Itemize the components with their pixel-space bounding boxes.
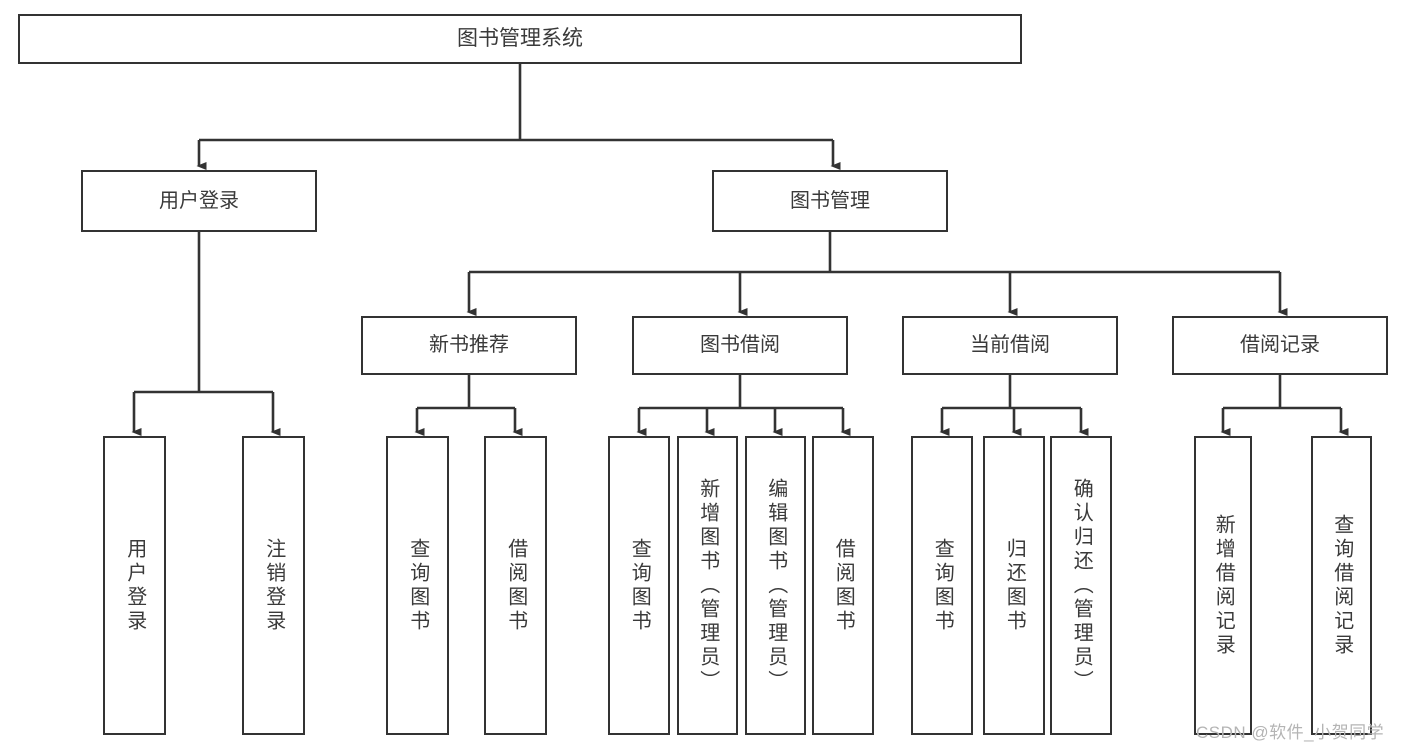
leaf-return-book[interactable]: 归还图书 — [983, 436, 1045, 735]
leaf-label: 借阅图书 — [832, 537, 855, 634]
leaf-add-borrow-record[interactable]: 新增借阅记录 — [1194, 436, 1252, 735]
leaf-label: 查询图书 — [406, 537, 429, 634]
node-user-login[interactable]: 用户登录 — [81, 170, 317, 232]
node-new-book-recommend[interactable]: 新书推荐 — [361, 316, 577, 375]
node-book-manage[interactable]: 图书管理 — [712, 170, 948, 232]
leaf-label: 确认归还（管理员） — [1070, 477, 1093, 694]
leaf-query-book-borrow[interactable]: 查询图书 — [608, 436, 670, 735]
leaf-label: 编辑图书（管理员） — [764, 477, 787, 694]
leaf-query-book-recommend[interactable]: 查询图书 — [386, 436, 449, 735]
leaf-borrow-book-recommend[interactable]: 借阅图书 — [484, 436, 547, 735]
leaf-label: 新增图书（管理员） — [696, 477, 719, 694]
node-book-borrow[interactable]: 图书借阅 — [632, 316, 848, 375]
leaf-label: 查询图书 — [628, 537, 651, 634]
csdn-watermark: CSDN @软件_小贺同学 — [1196, 723, 1385, 742]
leaf-logout-login[interactable]: 注销登录 — [242, 436, 305, 735]
leaf-confirm-return-admin[interactable]: 确认归还（管理员） — [1050, 436, 1112, 735]
leaf-add-book-admin[interactable]: 新增图书（管理员） — [677, 436, 738, 735]
leaf-label: 查询图书 — [931, 537, 954, 634]
node-borrow-record[interactable]: 借阅记录 — [1172, 316, 1388, 375]
leaf-label: 查询借阅记录 — [1330, 513, 1353, 658]
leaf-label: 归还图书 — [1003, 537, 1026, 634]
leaf-label: 注销登录 — [262, 537, 285, 634]
leaf-label: 新增借阅记录 — [1212, 513, 1235, 658]
leaf-label: 借阅图书 — [504, 537, 527, 634]
leaf-edit-book-admin[interactable]: 编辑图书（管理员） — [745, 436, 806, 735]
leaf-user-login[interactable]: 用户登录 — [103, 436, 166, 735]
leaf-label: 用户登录 — [123, 537, 146, 634]
node-current-borrow[interactable]: 当前借阅 — [902, 316, 1118, 375]
leaf-borrow-book[interactable]: 借阅图书 — [812, 436, 874, 735]
node-root[interactable]: 图书管理系统 — [18, 14, 1022, 64]
leaf-query-book-current[interactable]: 查询图书 — [911, 436, 973, 735]
leaf-query-borrow-record[interactable]: 查询借阅记录 — [1311, 436, 1372, 735]
